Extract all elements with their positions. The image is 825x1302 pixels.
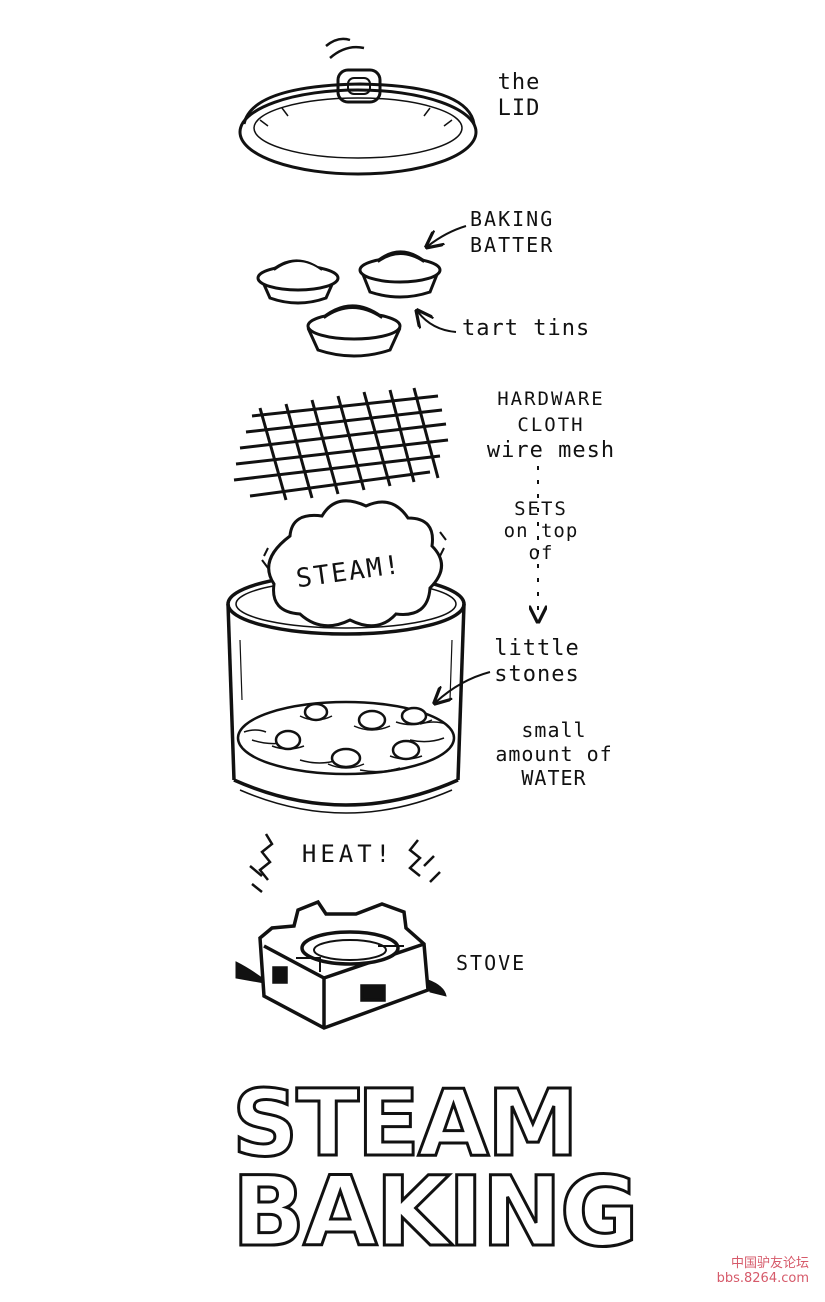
watermark: 中国驴友论坛 bbs.8264.com: [717, 1256, 809, 1286]
label-little-stones: little stones: [488, 636, 586, 688]
label-batter-line2: BATTER: [470, 233, 555, 257]
label-water-line2: amount of: [495, 742, 613, 766]
title-line2: BAKING: [231, 1156, 641, 1268]
label-mesh-line3: wire mesh: [486, 438, 616, 463]
label-small-amount-of-water: small amount of WATER: [484, 718, 624, 790]
lid-drawing: [238, 37, 478, 176]
label-lid-line2: LID: [497, 96, 541, 121]
watermark-line2: bbs.8264.com: [716, 1271, 809, 1286]
label-sets-line3: of: [528, 542, 554, 564]
heat-lines: [249, 833, 441, 893]
label-mesh-line1: HARDWARE: [497, 388, 605, 410]
label-stove: STOVE: [456, 951, 527, 975]
leader-arrows: [418, 225, 538, 702]
stone: [330, 747, 362, 769]
tart-tins-drawing: [256, 250, 442, 358]
label-lid: the LID: [482, 70, 556, 122]
label-sets-line2: on top: [503, 520, 579, 542]
tart-tin-left: [256, 259, 340, 305]
label-stones-line2: stones: [494, 662, 580, 687]
watermark-line1: 中国驴友论坛: [730, 1256, 809, 1271]
label-water-line3: WATER: [521, 766, 587, 790]
label-batter-line1: BAKING: [470, 207, 555, 231]
label-sets-on-top-of: SETS on top of: [496, 498, 586, 564]
stone: [357, 709, 387, 731]
arrow-stones: [436, 671, 491, 702]
stone: [400, 706, 428, 726]
tart-tin-front: [306, 304, 402, 358]
label-tart-tins: tart tins: [462, 316, 591, 341]
label-hardware-cloth: HARDWARE CLOTH wire mesh: [476, 386, 626, 464]
steam-cloud-drawing: [261, 499, 447, 628]
label-lid-line1: the: [497, 70, 541, 95]
label-water-line1: small: [521, 718, 587, 742]
stove-drawing: [235, 899, 447, 1030]
heat-text: HEAT!: [302, 840, 394, 868]
tart-tin-right: [358, 250, 442, 299]
arrow-batter: [428, 225, 467, 246]
stones-drawing: [271, 702, 433, 769]
arrow-tins: [418, 312, 457, 333]
label-stones-line1: little: [494, 636, 580, 661]
stone: [274, 729, 302, 751]
label-mesh-line2: CLOTH: [517, 414, 585, 436]
label-baking-batter: BAKING BATTER: [470, 206, 554, 258]
stone: [303, 702, 329, 722]
label-sets-line1: SETS: [514, 498, 568, 520]
stone: [391, 739, 421, 761]
wire-mesh-drawing: [233, 387, 449, 501]
